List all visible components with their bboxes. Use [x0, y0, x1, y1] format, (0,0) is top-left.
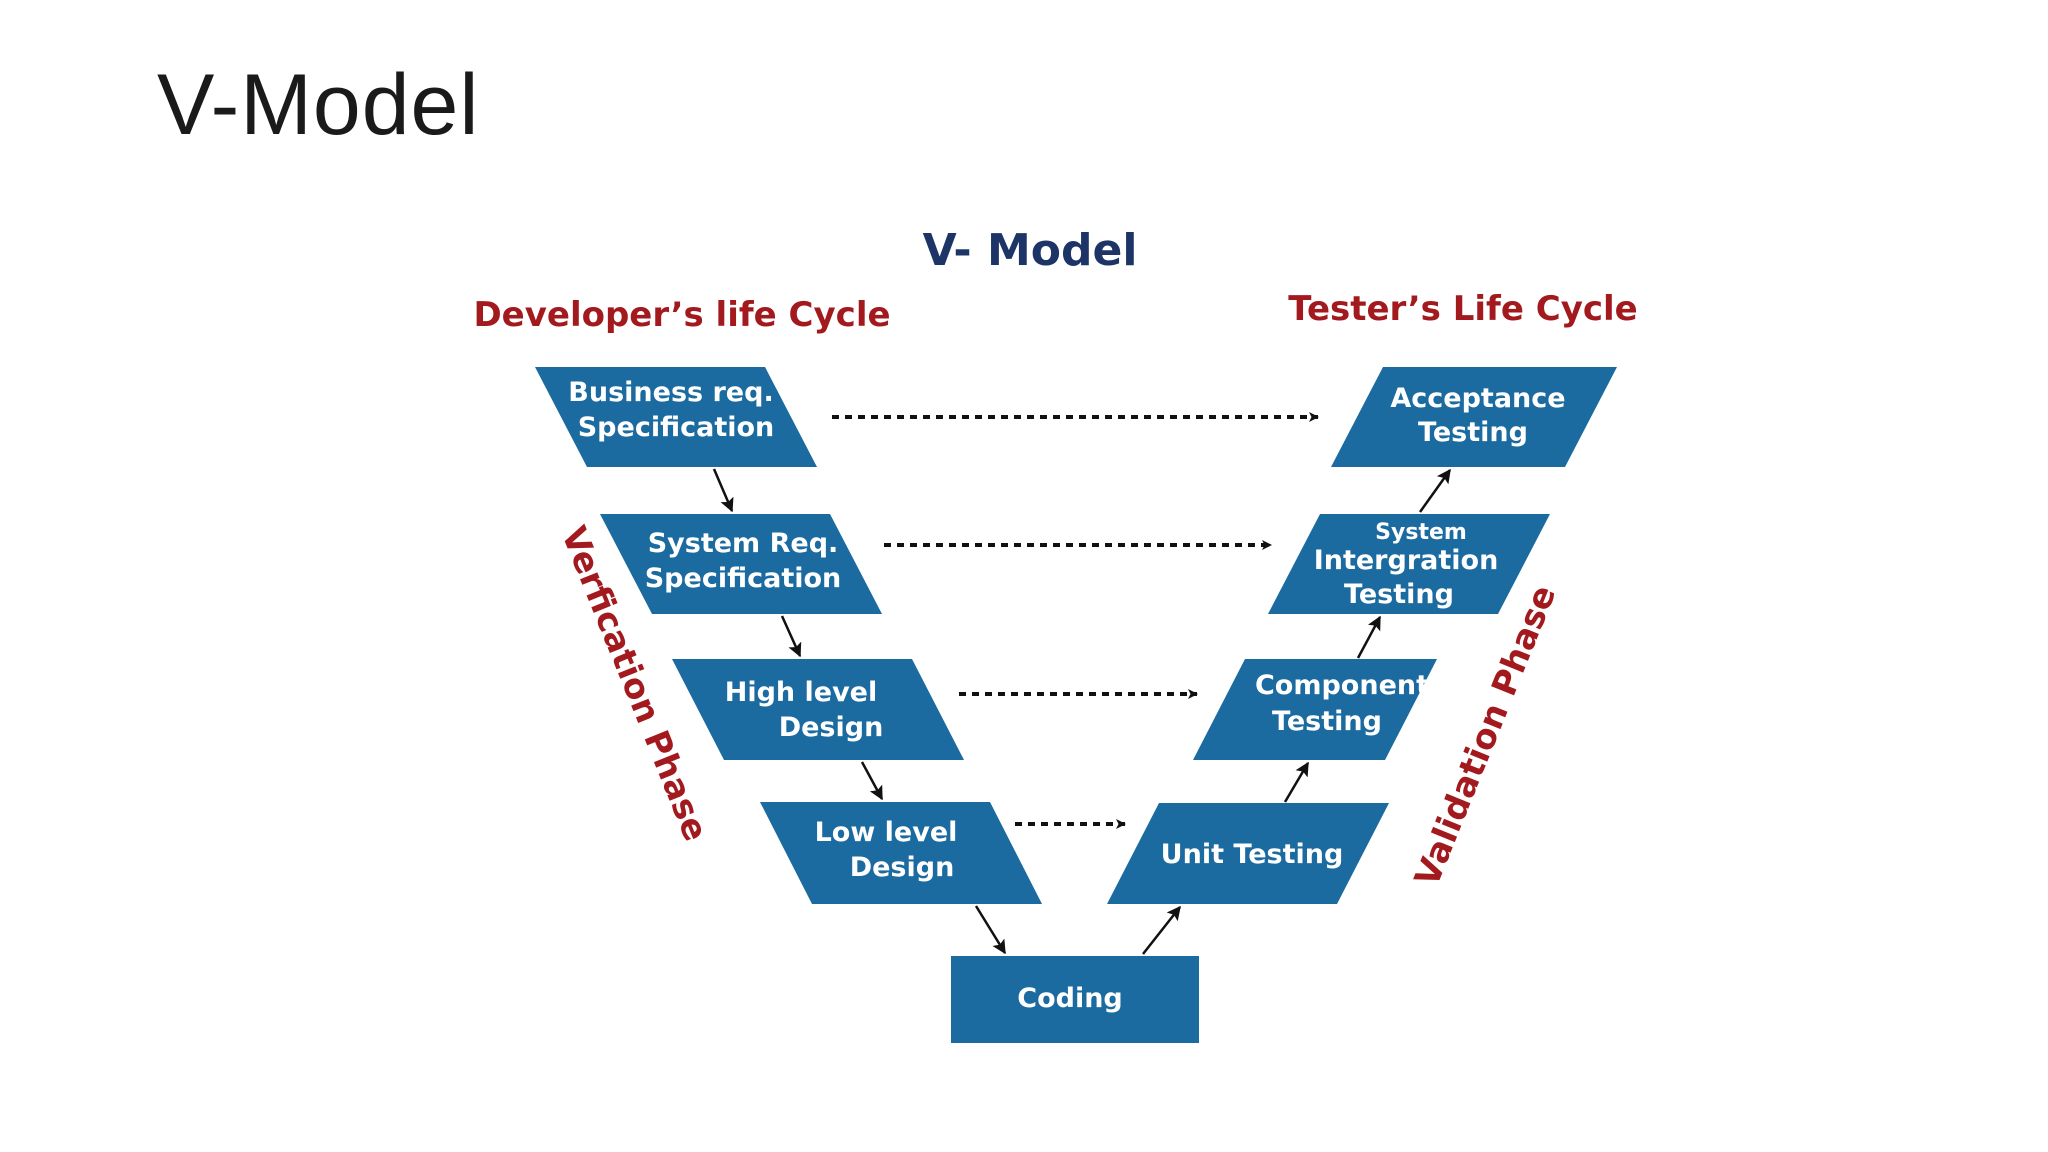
stage-box-component-testing: [1193, 659, 1437, 760]
tester-lifecycle-label: Tester’s Life Cycle: [1288, 289, 1637, 329]
arrow-system-req-to-high-level: [780, 615, 802, 658]
stage-label: Testing: [1418, 417, 1528, 448]
stage-label: System: [1375, 520, 1467, 545]
stage-box-low-level-design: [760, 802, 1042, 904]
arrow-high-level-to-low-level: [860, 761, 884, 801]
slide-title: V-Model: [157, 57, 480, 153]
developer-lifecycle-label: Developer’s life Cycle: [473, 295, 890, 335]
arrow-unit-to-component: [1283, 761, 1310, 803]
stage-label: Design: [779, 712, 884, 743]
stage-box-system-integration-testing: [1268, 514, 1550, 614]
stage-label: Testing: [1344, 579, 1454, 610]
stage-label: Unit Testing: [1161, 839, 1344, 870]
stage-box-system-req: [600, 514, 882, 614]
arrow-component-to-integration: [1356, 615, 1382, 659]
stage-label: Specification: [645, 563, 842, 594]
stage-box-unit-testing: [1107, 803, 1389, 904]
validation-phase-label: Validation Phase: [1407, 580, 1564, 892]
arrow-integration-to-acceptance: [1418, 468, 1452, 513]
stage-box-coding: [951, 956, 1199, 1043]
arrow-coding-to-unit-testing: [1142, 905, 1181, 955]
stage-label: System Req.: [648, 528, 839, 559]
stage-label: Business req.: [568, 377, 773, 408]
diagram-title: V- Model: [923, 225, 1138, 276]
stage-box-high-level-design: [672, 659, 964, 760]
stage-label: High level: [725, 677, 878, 708]
stage-label: Low level: [815, 817, 958, 848]
stage-label: Intergration: [1314, 545, 1499, 576]
stage-label: Design: [850, 852, 955, 883]
arrow-low-level-to-coding: [974, 905, 1007, 955]
stage-label: Specification: [578, 412, 775, 443]
stage-label: Coding: [1017, 983, 1123, 1014]
stage-label: Acceptance: [1390, 383, 1565, 414]
stage-label: Component: [1255, 670, 1429, 701]
stage-box-business-req: [535, 367, 817, 467]
stage-box-acceptance-testing: [1331, 367, 1617, 467]
stage-label: Testing: [1272, 706, 1382, 737]
arrow-business-to-system-req: [712, 468, 734, 513]
